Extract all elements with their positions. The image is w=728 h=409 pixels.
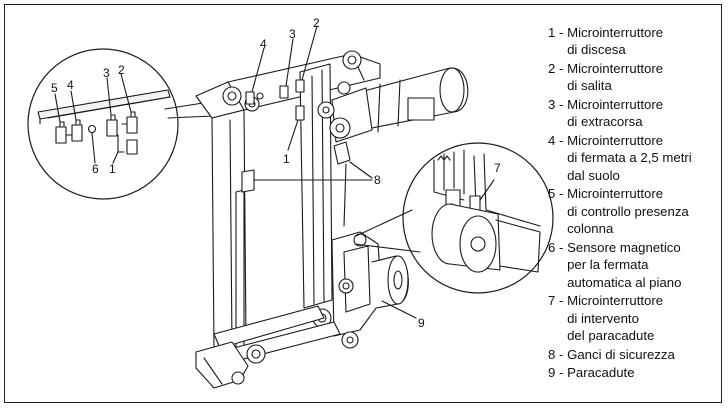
legend-item: 2 - Microinterruttore di salita <box>548 60 724 95</box>
legend-item-separator: - <box>555 239 568 255</box>
legend-item-number: 3 <box>548 97 556 112</box>
main-machine-drawing <box>195 25 469 389</box>
legend-item-number: 7 <box>548 293 556 309</box>
legend-item-separator: - <box>555 97 568 112</box>
legend-item-text: Microinterruttore di discesa <box>567 25 664 58</box>
callout-labels: 4 3 2 1 8 9 5 4 3 2 6 1 7 <box>51 16 501 330</box>
legend-item-separator: - <box>555 25 568 40</box>
callout-detail-4: 4 <box>67 78 74 92</box>
callout-main-1: 1 <box>283 152 290 166</box>
legend-item-separator: - <box>555 293 568 309</box>
right-detail-view <box>402 142 554 294</box>
left-detail-view <box>27 48 179 200</box>
legend-item-text: Paracadute <box>567 365 635 381</box>
legend-item-separator: - <box>555 186 568 202</box>
legend-item-separator: - <box>555 346 568 362</box>
legend-item: 7 - Microinterruttore di intervento del … <box>548 292 724 344</box>
callout-main-3: 3 <box>289 27 296 41</box>
callout-main-4: 4 <box>260 37 267 51</box>
legend-item-number: 1 <box>548 25 556 40</box>
legend-item-text: Microinterruttore di controllo presenza … <box>567 186 689 237</box>
legend-item: 6 - Sensore magnetico per la fermata aut… <box>548 239 724 291</box>
legend-item-text: Microinterruttore di fermata a 2,5 metri… <box>567 133 692 183</box>
legend-item-text: Microinterruttore di salita <box>567 61 664 94</box>
legend-item: 9 - Paracadute <box>548 364 724 381</box>
legend-item-number: 9 <box>548 365 556 381</box>
callout-main-2: 2 <box>313 16 320 30</box>
legend-item-text: Microinterruttore di extracorsa <box>567 97 664 130</box>
legend-item-text: Ganci di sicurezza <box>567 346 675 362</box>
callout-detail-3: 3 <box>103 66 110 80</box>
callout-detail-5: 5 <box>51 81 58 95</box>
callout-detail-1: 1 <box>109 162 116 176</box>
callout-detail-7: 7 <box>494 161 501 175</box>
legend-item: 3 - Microinterruttore di extracorsa <box>548 96 724 131</box>
legend-item-separator: - <box>555 61 568 76</box>
legend-item-number: 8 <box>548 346 556 362</box>
legend-item-number: 4 <box>548 133 556 148</box>
legend-item-number: 5 <box>548 186 556 202</box>
callout-main-8: 8 <box>374 173 381 187</box>
legend-item: 4 - Microinterruttore di fermata a 2,5 m… <box>548 132 724 184</box>
legend-item-separator: - <box>555 365 568 381</box>
legend-item-separator: - <box>555 133 568 148</box>
legend-item: 1 - Microinterruttore di discesa <box>548 24 724 59</box>
callout-detail-2: 2 <box>118 63 125 77</box>
legend-item-number: 6 <box>548 239 556 255</box>
legend-item-number: 2 <box>548 61 556 76</box>
legend-item-text: Sensore magnetico per la fermata automat… <box>567 239 682 290</box>
legend-item: 5 - Microinterruttore di controllo prese… <box>548 185 724 237</box>
legend-item: 8 - Ganci di sicurezza <box>548 346 724 363</box>
callout-main-9: 9 <box>418 316 425 330</box>
callout-detail-6: 6 <box>92 162 99 176</box>
legend-item-text: Microinterruttore di intervento del para… <box>567 293 664 344</box>
